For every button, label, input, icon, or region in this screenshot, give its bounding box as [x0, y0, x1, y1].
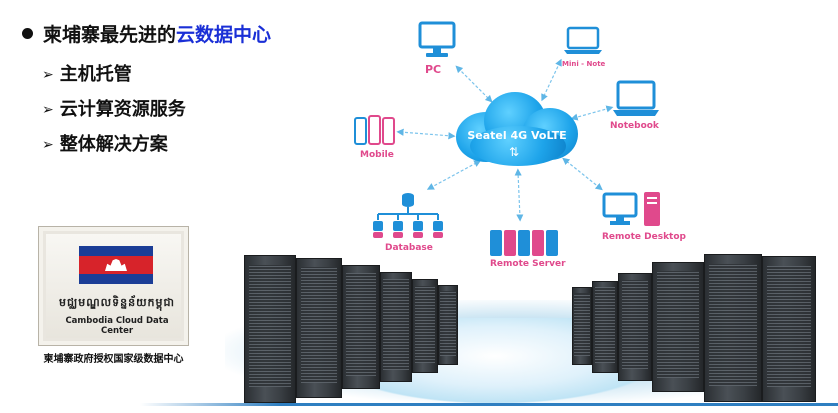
connector-pc: [455, 65, 493, 103]
notebook-label: Notebook: [610, 121, 659, 131]
connector-mini-note: [541, 58, 562, 102]
certificate-khmer-text: មជ្ឈមណ្ឌលទិន្នន័យកម្ពុជា: [59, 296, 175, 309]
arrow-bullet-icon: ➢: [42, 137, 54, 153]
server-rack-icon: [704, 254, 762, 402]
certificate-photo: មជ្ឈមណ្ឌលទិន្នន័យកម្ពុជា Cambodia Cloud …: [38, 226, 189, 346]
server-rack-icon: [412, 279, 438, 373]
mini-note-label: Mini - Note: [562, 60, 606, 68]
bullet-dot-icon: [22, 28, 33, 39]
cambodia-flag-icon: [79, 246, 153, 284]
bullet-text: 主机托管: [59, 64, 132, 85]
bullet-text: 整体解决方案: [59, 134, 168, 155]
pc-label: PC: [425, 63, 442, 76]
server-rack-icon: [244, 255, 296, 403]
remote-server-icon: [490, 230, 558, 256]
certificate-english-text: Cambodia Cloud Data Center: [65, 316, 169, 336]
certificate-caption: 柬埔寨政府授权国家级数据中心: [43, 354, 184, 365]
bullet-item: ➢ 云计算资源服务: [42, 95, 186, 121]
connector-remote-desktop: [562, 157, 603, 191]
remote-desktop-icon: [602, 192, 660, 226]
remote-server-label: Remote Server: [490, 259, 566, 269]
bullet-item: ➢ 主机托管: [42, 60, 132, 86]
cloud-label: Seatel 4G VoLTE: [467, 129, 567, 142]
connector-remote-server: [514, 168, 524, 222]
sync-arrows-icon: ⇅: [509, 145, 520, 159]
server-rack-icon: [652, 262, 704, 392]
remote-desktop-label: Remote Desktop: [602, 232, 686, 242]
server-rack-icon: [572, 287, 592, 365]
mobile-label: Mobile: [360, 150, 394, 160]
arrow-bullet-icon: ➢: [42, 102, 54, 118]
server-rack-icon: [342, 265, 380, 389]
server-rack-icon: [762, 256, 816, 402]
server-rack-icon: [438, 285, 458, 365]
bullet-text: 云计算资源服务: [59, 99, 186, 120]
database-label: Database: [385, 243, 433, 253]
connector-notebook: [570, 105, 614, 121]
notebook-icon: [613, 80, 659, 116]
connector-mobile: [396, 128, 456, 140]
mini-note-icon: [564, 26, 602, 54]
server-rack-icon: [380, 272, 412, 382]
headline-highlight: 云数据中心: [176, 24, 272, 46]
database-icon: [373, 193, 443, 238]
seatel-cloud-icon: [446, 82, 586, 170]
arrow-bullet-icon: ➢: [42, 67, 54, 83]
pc-icon: [418, 21, 456, 57]
headline: 柬埔寨最先进的云数据中心: [22, 20, 271, 47]
connector-database: [426, 160, 482, 190]
bottom-divider: [140, 403, 838, 406]
server-rack-icon: [592, 281, 618, 373]
headline-prefix: 柬埔寨最先进的: [43, 24, 177, 46]
bullet-item: ➢ 整体解决方案: [42, 130, 168, 156]
server-rack-icon: [296, 258, 342, 398]
mobile-icon: [354, 115, 395, 145]
server-rack-icon: [618, 273, 652, 381]
